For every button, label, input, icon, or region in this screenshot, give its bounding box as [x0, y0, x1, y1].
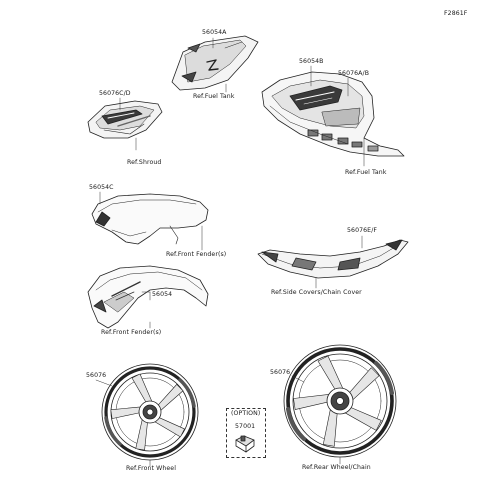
option-label: (OPTION) [231, 410, 261, 417]
fuel-tank-top-decal [261, 71, 405, 157]
part-number-56076-rear: 56076 [270, 369, 291, 376]
front-wheel-decal [101, 363, 199, 461]
ref-rear-wheel-chain: Ref.Rear Wheel/Chain [302, 464, 371, 471]
side-covers-decal [257, 239, 409, 279]
ref-fuel-tank-right: Ref.Fuel Tank [345, 169, 387, 176]
option-box [226, 408, 266, 458]
front-fender-upper-decal [91, 193, 209, 245]
part-number-56076-front: 56076 [86, 372, 107, 379]
part-number-57001: 57001 [235, 423, 256, 430]
part-number-56076CD: 56076C/D [99, 90, 131, 97]
ref-front-wheel: Ref.Front Wheel [126, 465, 177, 472]
ref-fuel-tank-top: Ref.Fuel Tank [193, 93, 235, 100]
fuel-tank-side-decal [171, 35, 259, 91]
part-number-56054C: 56054C [89, 184, 114, 191]
part-number-56054B: 56054B [299, 58, 324, 65]
ref-shroud: Ref.Shroud [127, 159, 162, 166]
ref-front-fender-upper: Ref.Front Fender(s) [166, 251, 227, 258]
ref-front-fender-lower: Ref.Front Fender(s) [101, 329, 162, 336]
part-number-56076AB: 56076A/B [338, 70, 370, 77]
part-number-56054A: 56054A [202, 29, 227, 36]
part-number-56054: 56054 [152, 291, 173, 298]
part-number-56076EF: 56076E/F [347, 227, 378, 234]
option-part-57001 [235, 435, 255, 453]
shroud-decal [87, 100, 163, 139]
front-fender-lower-decal [87, 265, 209, 329]
figure-code: F2861F [444, 10, 468, 17]
leader-lines [95, 37, 365, 467]
rear-wheel-decal [283, 344, 397, 458]
ref-side-covers-chain-cover: Ref.Side Covers/Chain Cover [271, 289, 362, 296]
